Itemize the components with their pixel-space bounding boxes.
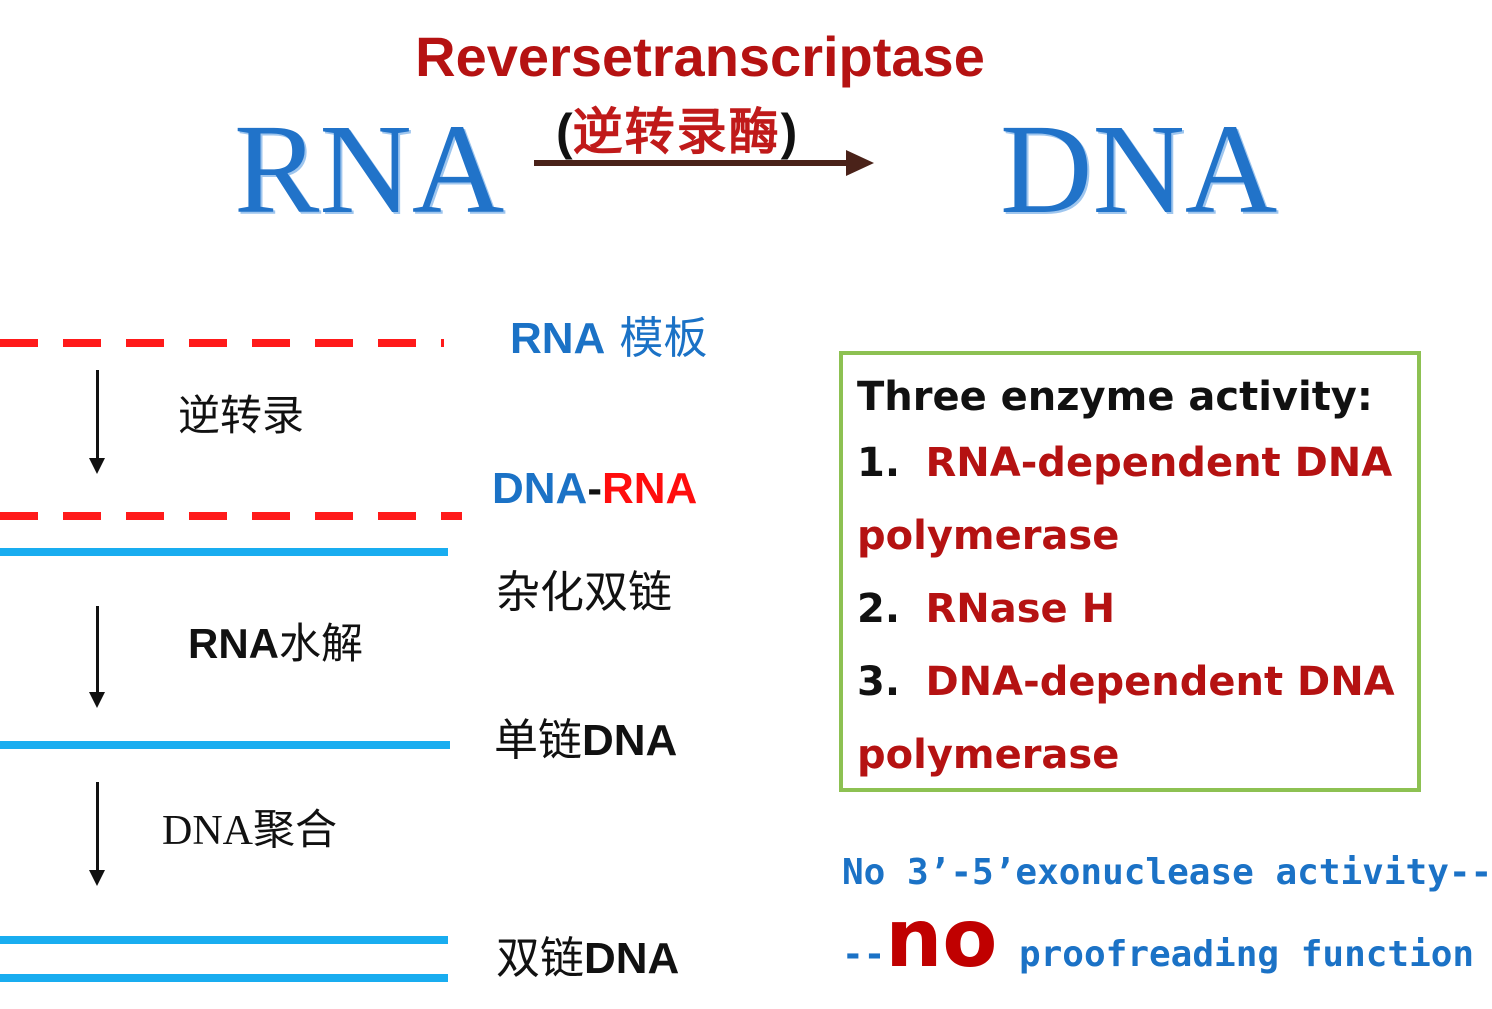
activity-heading: Three enzyme activity: [857,374,1373,420]
note-no: no [885,892,998,985]
hybrid-label-rna: RNA [601,464,698,513]
activity-item-3: 3. DNA-dependent DNA [857,646,1417,719]
step1-label: 逆转录 [178,391,305,440]
ss-dna-label: 单链DNA [494,704,677,768]
ss-dna-strand [0,741,450,749]
rna-template-strand [0,339,444,347]
rna-big-label: RNA [234,98,505,240]
title: Reversetranscriptase [415,25,985,88]
enzyme-activity-box: Three enzyme activity: 1. RNA-dependent … [839,351,1421,792]
down-arrow-2 [89,606,105,708]
subtitle-close-paren: ) [780,104,798,160]
step3-label-cn: 聚合 [253,805,338,854]
ss-dna-label-cn: 单链 [494,715,582,766]
subtitle-chinese: 逆转录酶 [572,102,781,161]
subtitle-open-paren: ( [556,104,573,160]
activity-item-1: 1. RNA-dependent DNA [857,427,1417,500]
ds-dna-strand-top [0,936,448,944]
ds-dna-label-latin: DNA [584,934,680,983]
down-arrow-3 [89,782,105,886]
subtitle: (逆转录酶) [556,92,797,164]
activity-text-3: DNA-dependent DNA [925,659,1395,705]
note-line-1: No 3’-5’exonuclease activity-- [842,852,1492,893]
dna-big-label: DNA [1000,98,1278,240]
activity-item-1-cont: polymerase [857,513,1120,559]
step2-label-cn: 水解 [279,619,364,668]
activity-num-1: 1. [857,440,901,486]
ds-dna-strand-bottom [0,974,448,982]
hybrid-label-dash: - [587,464,602,513]
transcription-arrow [534,150,874,176]
note-line-2: --no proofreading function [842,892,1474,985]
activity-item-2: 2. RNase H [857,573,1417,646]
activity-item-3-cont: polymerase [857,732,1120,778]
note-proofreading: proofreading function [997,934,1475,975]
template-label-latin: RNA [510,314,606,363]
activity-num-2: 2. [857,586,901,632]
ds-dna-label-cn: 双链 [496,933,584,984]
hybrid-label-dna: DNA [492,464,588,513]
note-prefix: -- [842,934,886,975]
step2-label-latin: RNA [188,620,279,667]
template-label-cn: 模板 [605,313,708,364]
hybrid-label: DNA-RNA [492,464,697,514]
step3-label-latin: DNA [162,808,253,854]
step3-label: DNA聚合 [162,796,337,857]
activity-text-2: RNase H [925,586,1116,632]
down-arrow-1 [89,370,105,474]
activity-num-3: 3. [857,659,901,705]
template-label: RNA 模板 [510,302,707,366]
activity-text-1: RNA-dependent DNA [925,440,1393,486]
hybrid-dna-strand [0,548,448,556]
step2-label: RNA水解 [188,610,363,671]
ds-dna-label: 双链DNA [496,922,679,986]
ss-dna-label-latin: DNA [582,716,678,765]
hybrid-cn-label: 杂化双链 [496,567,672,618]
hybrid-rna-strand [0,512,462,520]
